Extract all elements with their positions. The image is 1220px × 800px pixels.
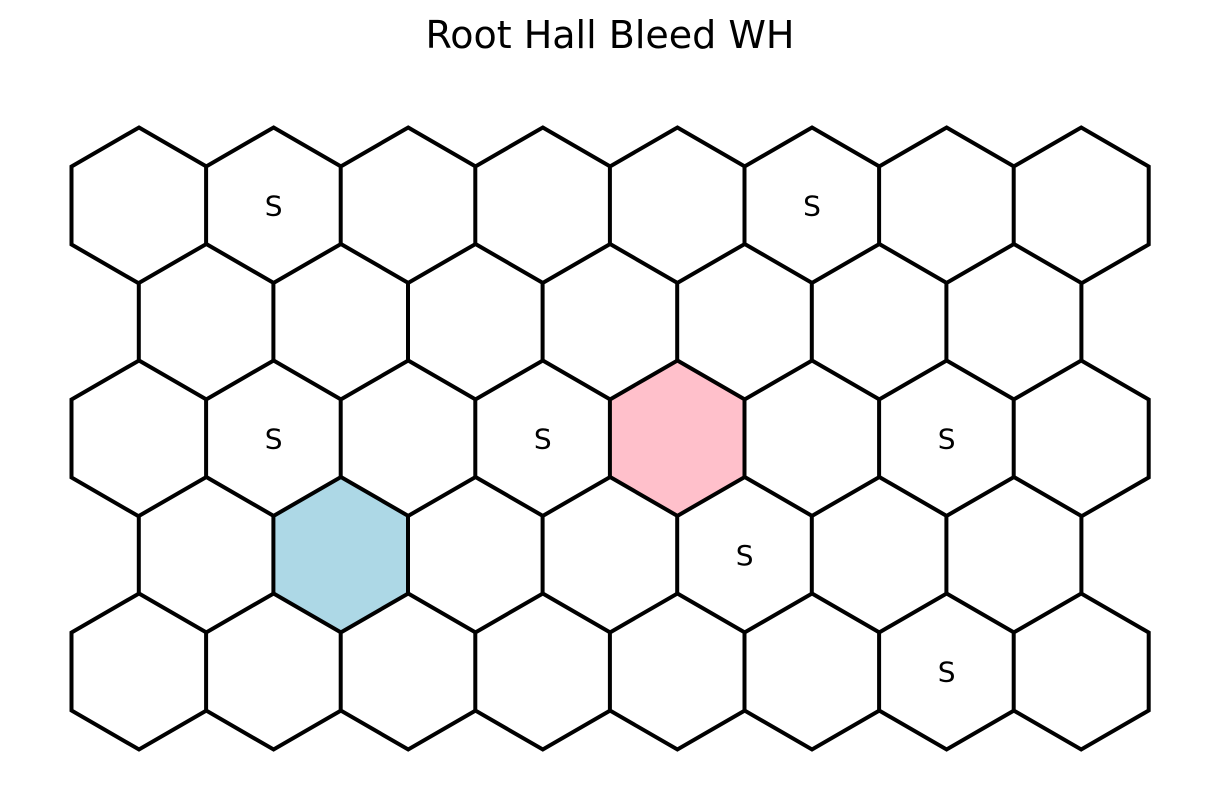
hex-label-r2-c1: S	[265, 423, 283, 456]
board-title: Root Hall Bleed WH	[425, 13, 795, 57]
hex-label-r0-c1: S	[265, 190, 283, 223]
hex-label-r2-c3: S	[534, 423, 552, 456]
hex-label-r0-c5: S	[803, 190, 821, 223]
hex-label-r2-c6: S	[938, 423, 956, 456]
hex-label-r3-c4: S	[736, 539, 754, 572]
hex-label-r4-c6: S	[938, 656, 956, 689]
hex-cell-r4-c7[interactable]	[1011, 591, 1151, 752]
